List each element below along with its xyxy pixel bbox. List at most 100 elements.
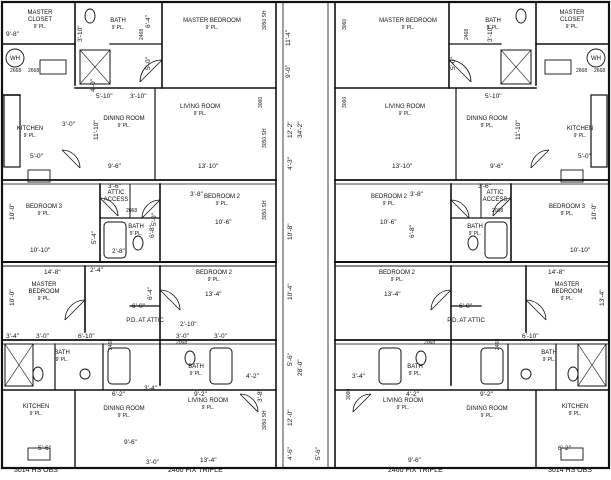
room-ceiling: 9' PL. <box>543 357 556 363</box>
room-ceiling: 9' PL. <box>194 111 207 117</box>
dimension-value: 13'-10" <box>392 163 413 170</box>
dimension-value: 13'-4" <box>205 291 222 298</box>
room-ceiling: 9' PL. <box>56 357 69 363</box>
dimension-value: 2'-8" <box>112 248 126 255</box>
room-name: MASTER <box>554 282 580 288</box>
dimension-value: 3'-10" <box>487 25 494 42</box>
room-name: BEDROOM 2 <box>379 270 416 276</box>
dimension-value: 2'-4" <box>90 267 104 274</box>
room-ceiling: 9' PL. <box>202 405 215 411</box>
room-name: DINING ROOM <box>103 116 144 122</box>
plumbing-fixtures <box>5 8 606 461</box>
walls <box>0 0 611 470</box>
room-ceiling: 9' PL. <box>38 211 51 217</box>
room-ceiling: 9' PL. <box>397 405 410 411</box>
dimension-value: 3'-6" <box>478 183 492 190</box>
dimension-value: 3'-0" <box>62 121 76 128</box>
dimension-value: 6'-8" <box>409 224 416 238</box>
dimension-value: 5'-4" <box>91 230 98 244</box>
room-ceiling: 9' PL. <box>34 24 47 30</box>
room-ceiling: 9' PL. <box>118 413 131 419</box>
room-ceiling: 9' PL. <box>399 111 412 117</box>
room-name: BEDROOM <box>28 289 59 295</box>
dimension-value: 3'-6" <box>108 183 122 190</box>
room-name: BEDROOM 2 <box>371 194 408 200</box>
room-name: KITCHEN <box>23 404 49 410</box>
door-tag: 2468 <box>464 29 470 40</box>
room-name: BATH <box>485 18 501 24</box>
water-heater-label: WH <box>591 56 601 62</box>
window-tag: 2460 FIX TRIPLE <box>388 467 443 474</box>
dimension-value: 5'-6" <box>315 446 322 460</box>
room-ceiling: 9' PL. <box>469 231 482 237</box>
dimension-labels: 9'-8"3'-10"6'-4"5'-0"4'-0"5'-10"3'-10"11… <box>6 14 606 466</box>
dimension-value: 12'-0" <box>287 409 294 426</box>
dimension-value: 6'-2" <box>558 445 572 452</box>
dimension-value: 9'-6" <box>124 439 138 446</box>
water-heater-label: WH <box>10 56 20 62</box>
room-name: KITCHEN <box>17 126 43 132</box>
room-ceiling: 9' PL. <box>30 411 43 417</box>
room-ceiling: 9' PL. <box>206 25 219 31</box>
room-name: MASTER BEDROOM <box>379 18 437 24</box>
room-name: KITCHEN <box>567 126 593 132</box>
room-name: CLOSET <box>28 17 52 23</box>
dimension-value: 13'-4" <box>599 289 606 306</box>
room-ceiling: 9' PL. <box>391 277 404 283</box>
room-ceiling: 9' PL. <box>130 231 143 237</box>
dimension-value: 10'-0" <box>9 203 16 220</box>
dimension-value: 14'-8" <box>44 269 61 276</box>
room-name: BATH <box>128 224 144 230</box>
dimension-value: 11'-10" <box>93 120 100 140</box>
door-tag: 2068 <box>492 208 503 214</box>
dimension-value: 6'-4" <box>145 14 152 28</box>
wall-tag: 3050 SH <box>262 10 268 30</box>
room-ceiling: 9' PL. <box>574 133 587 139</box>
door-tag: 2668 <box>28 68 39 74</box>
dimension-value: 3'-0" <box>176 333 190 340</box>
room-ceiling: 9' PL. <box>569 411 582 417</box>
room-ceiling: 9' PL. <box>24 133 37 139</box>
wall-tag: 3050 SH <box>262 410 268 430</box>
room-name: BATH <box>467 224 483 230</box>
dimension-value: 28'-0" <box>297 359 304 376</box>
room-ceiling: 9' PL. <box>561 211 574 217</box>
room-name: BEDROOM 2 <box>196 270 233 276</box>
door-tag: 2468 <box>139 29 145 40</box>
dimension-value: 13'-4" <box>200 457 217 464</box>
room-name: BATH <box>541 350 557 356</box>
dimension-value: 9'-2" <box>194 391 208 398</box>
dimension-value: 9'-2" <box>480 391 494 398</box>
dimension-value: 10'-10" <box>30 247 51 254</box>
dimension-value: 3'-4" <box>144 385 158 392</box>
room-name: LIVING ROOM <box>180 104 220 110</box>
wall-tag: 3060 <box>346 389 352 400</box>
room-ceiling: 9' PL. <box>38 296 51 302</box>
room-name: DINING ROOM <box>103 406 144 412</box>
dimension-value: 10'-6" <box>380 219 397 226</box>
door-tag: 2668 <box>576 68 587 74</box>
room-name: DINING ROOM <box>466 116 507 122</box>
dimension-value: 13'-4" <box>384 291 401 298</box>
room-ceiling: 9' PL. <box>383 201 396 207</box>
room-ceiling: 9' PL. <box>112 25 125 31</box>
dimension-value: 3'-4" <box>352 373 366 380</box>
room-name: KITCHEN <box>562 404 588 410</box>
room-name: LIVING ROOM <box>385 104 425 110</box>
dimension-value: 6'-10" <box>522 333 539 340</box>
dimension-value: 4'-6" <box>287 446 294 460</box>
dimension-value: 10'-10" <box>570 247 591 254</box>
door-swings <box>61 59 550 413</box>
dimension-value: 10'-0" <box>9 289 16 306</box>
dimension-value: 10'-6" <box>215 219 232 226</box>
room-ceiling: 9' PL. <box>487 25 500 31</box>
room-name: BEDROOM 2 <box>204 194 241 200</box>
room-name: DINING ROOM <box>466 406 507 412</box>
dimension-value: 5'-10" <box>485 93 502 100</box>
dimension-value: 3'-0" <box>214 333 228 340</box>
dimension-value: 3'-0" <box>146 459 160 466</box>
room-ceiling: 9' PL. <box>481 413 494 419</box>
room-ceiling: 9' PL. <box>190 371 203 377</box>
